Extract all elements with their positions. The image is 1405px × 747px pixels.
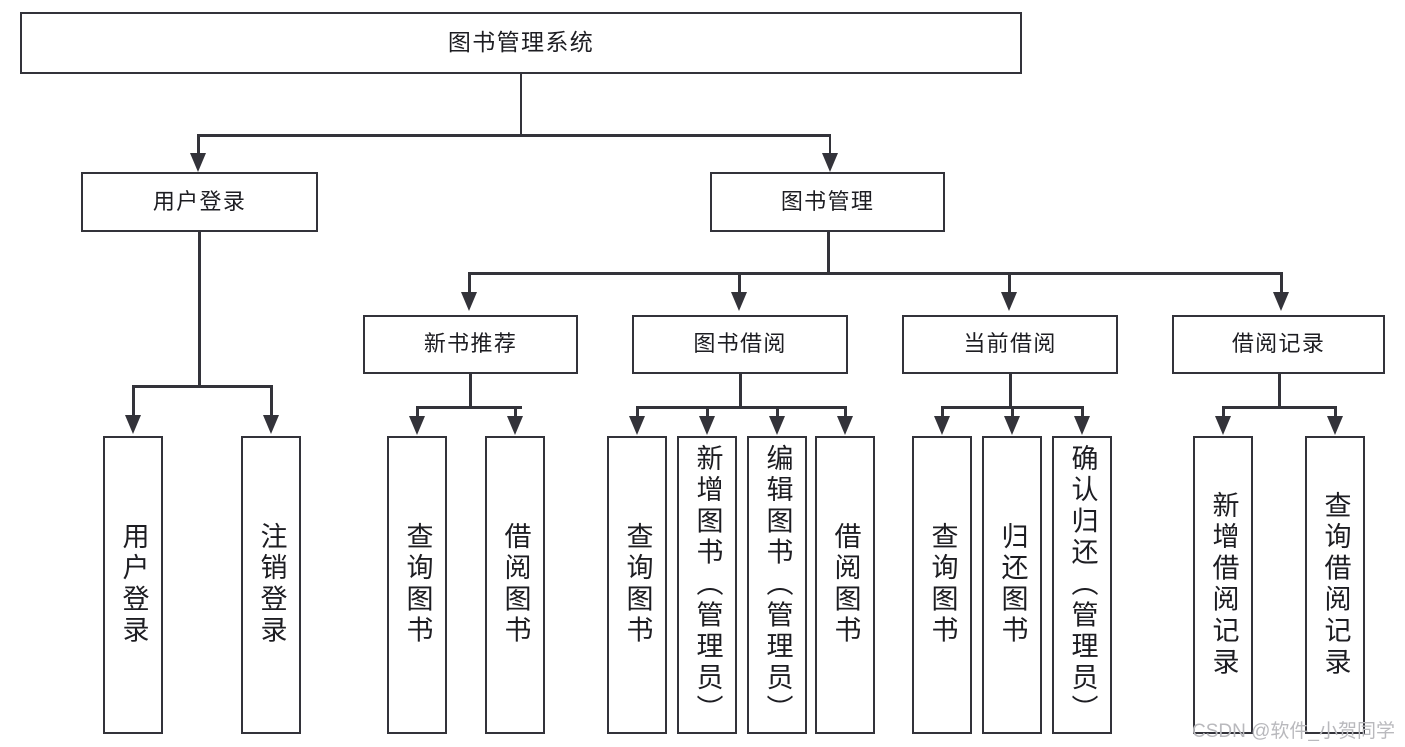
connector-bm-drop-1 [468,272,471,294]
arrow-to-book-borrow [731,292,747,311]
node-book-management[interactable]: 图书管理 [710,172,945,232]
arrow-to-leaf-query-book-1 [409,416,425,435]
arrow-to-leaf-borrow-book-2 [837,416,853,435]
arrow-to-current-borrow [1001,292,1017,311]
node-leaf-query-book-3[interactable]: 查询图书 [912,436,972,734]
connector-cb-stem [1009,374,1012,408]
arrow-to-leaf-query-book-3 [934,416,950,435]
node-user-login[interactable]: 用户登录 [81,172,318,232]
connector-bb-drop-1 [636,406,639,418]
node-book-management-system[interactable]: 图书管理系统 [20,12,1022,74]
node-new-book-recommend[interactable]: 新书推荐 [363,315,578,374]
arrow-to-leaf-edit-book [769,416,785,435]
node-book-borrow[interactable]: 图书借阅 [632,315,848,374]
connector-br-drop-1 [1222,406,1225,418]
connector-nbr-stem [469,374,472,408]
node-label: 确认归还（管理员） [1067,444,1098,726]
arrow-to-leaf-add-record [1215,416,1231,435]
node-label: 归还图书 [997,522,1028,648]
arrow-to-leaf-user-login [125,415,141,434]
connector-user-login-stem [198,232,201,387]
node-label: 借阅图书 [500,522,531,648]
node-label: 新书推荐 [423,331,518,357]
csdn-watermark: CSDN @软件_小贺同学 [1192,721,1395,742]
connector-root-to-book-management [828,134,831,155]
connector-bb-drop-2 [706,406,709,418]
node-label: 查询借阅记录 [1320,491,1351,679]
node-label: 当前借阅 [963,331,1057,357]
node-label: 用户登录 [152,188,247,214]
connector-book-management-bus [468,272,1282,275]
connector-br-drop-2 [1334,406,1337,418]
connector-bm-drop-4 [1280,272,1283,294]
arrow-to-leaf-query-book-2 [629,416,645,435]
arrow-to-book-management [821,153,838,172]
node-leaf-user-login[interactable]: 用户登录 [103,436,163,734]
node-label: 编辑图书（管理员） [762,444,793,726]
node-leaf-add-book[interactable]: 新增图书（管理员） [677,436,737,734]
arrow-to-leaf-logout-login [263,415,279,434]
connector-root-to-user-login [197,134,200,155]
connector-cb-drop-3 [1081,406,1084,418]
connector-root-stem [519,74,522,136]
node-label: 借阅图书 [830,522,861,648]
arrow-to-leaf-confirm-return [1074,416,1090,435]
node-borrow-record[interactable]: 借阅记录 [1172,315,1385,374]
connector-user-login-drop-2 [270,385,273,417]
node-current-borrow[interactable]: 当前借阅 [902,315,1118,374]
arrow-to-new-book-recommend [461,292,477,311]
node-leaf-confirm-return[interactable]: 确认归还（管理员） [1052,436,1112,734]
arrow-to-leaf-borrow-book-1 [507,416,523,435]
node-label: 新增借阅记录 [1208,491,1239,679]
connector-bm-drop-3 [1008,272,1011,294]
connector-book-management-stem [827,232,830,274]
node-leaf-query-book-2[interactable]: 查询图书 [607,436,667,734]
node-leaf-logout-login[interactable]: 注销登录 [241,436,301,734]
node-label: 查询图书 [402,522,433,648]
connector-bm-drop-2 [738,272,741,294]
node-label: 用户登录 [118,522,149,648]
connector-br-stem [1278,374,1281,408]
node-label: 借阅记录 [1231,331,1326,357]
connector-nbr-drop-2 [514,406,517,418]
node-leaf-query-book-1[interactable]: 查询图书 [387,436,447,734]
node-label: 查询图书 [927,522,958,648]
node-leaf-borrow-book-2[interactable]: 借阅图书 [815,436,875,734]
node-leaf-edit-book[interactable]: 编辑图书（管理员） [747,436,807,734]
connector-bb-bus [636,406,846,409]
node-leaf-query-record[interactable]: 查询借阅记录 [1305,436,1365,734]
connector-nbr-drop-1 [416,406,419,418]
node-label: 新增图书（管理员） [692,444,723,726]
connector-user-login-drop-1 [132,385,135,417]
connector-nbr-bus [416,406,522,409]
connector-user-login-bus [132,385,272,388]
arrow-to-user-login [190,153,206,172]
connector-bb-drop-3 [776,406,779,418]
node-label: 图书管理系统 [447,29,595,56]
node-label: 图书管理 [780,188,875,214]
node-leaf-borrow-book-1[interactable]: 借阅图书 [485,436,545,734]
arrow-to-leaf-query-record [1327,416,1343,435]
connector-root-bus [197,134,831,137]
node-label: 图书借阅 [693,331,787,357]
connector-bb-drop-4 [844,406,847,418]
connector-br-bus [1222,406,1336,409]
node-label: 注销登录 [256,522,287,648]
connector-cb-drop-1 [941,406,944,418]
arrow-to-borrow-record [1273,292,1289,311]
connector-cb-drop-2 [1011,406,1014,418]
node-label: 查询图书 [622,522,653,648]
connector-bb-stem [739,374,742,408]
node-leaf-return-book[interactable]: 归还图书 [982,436,1042,734]
node-leaf-add-record[interactable]: 新增借阅记录 [1193,436,1253,734]
arrow-to-leaf-add-book [699,416,715,435]
arrow-to-leaf-return-book [1004,416,1020,435]
